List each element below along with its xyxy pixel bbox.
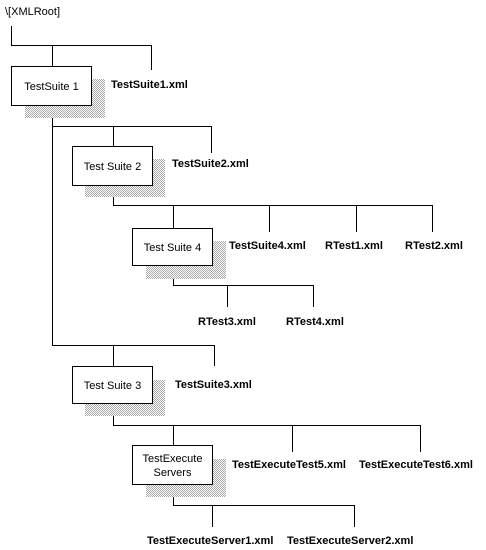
root-label: \[XMLRoot] [5, 6, 60, 18]
file-label: RTest1.xml [325, 240, 383, 252]
file-label: RTest3.xml [198, 316, 256, 328]
connector-testsuite-1 [52, 106, 215, 366]
node-label: TestSuite 1 [24, 81, 78, 93]
file-label: TestExecuteServer2.xml [287, 535, 413, 547]
file-labels: TestSuite1.xml TestSuite2.xml TestSuite4… [111, 79, 473, 547]
connector-test-suite-2 [113, 186, 433, 232]
node-test-suite-2: Test Suite 2 [72, 146, 165, 197]
node-testexecute-servers: TestExecute Servers [132, 445, 226, 497]
node-test-suite-4: Test Suite 4 [132, 228, 226, 279]
file-label: TestExecuteTest6.xml [359, 459, 473, 471]
node-label: TestExecute [143, 453, 203, 465]
node-box [72, 146, 153, 186]
connector-lines [11, 26, 433, 527]
node-label: Servers [154, 467, 192, 479]
file-label: TestSuite4.xml [229, 240, 306, 252]
node-label: Test Suite 2 [84, 161, 141, 173]
node-box [72, 366, 153, 404]
file-label: TestSuite3.xml [175, 379, 252, 391]
node-box [11, 66, 92, 106]
node-label: Test Suite 4 [144, 242, 201, 254]
file-label: TestExecuteServer1.xml [147, 535, 273, 547]
file-label: TestSuite2.xml [172, 158, 249, 170]
file-label: RTest4.xml [286, 316, 344, 328]
file-label: TestExecuteTest5.xml [232, 459, 346, 471]
node-test-suite-3: Test Suite 3 [72, 366, 165, 416]
file-label: RTest2.xml [405, 240, 463, 252]
node-box [132, 228, 213, 266]
node-box [132, 445, 213, 485]
node-label: Test Suite 3 [84, 380, 141, 392]
connector-root [11, 26, 152, 70]
file-label: TestSuite1.xml [111, 79, 188, 91]
node-testsuite-1: TestSuite 1 [11, 66, 105, 118]
